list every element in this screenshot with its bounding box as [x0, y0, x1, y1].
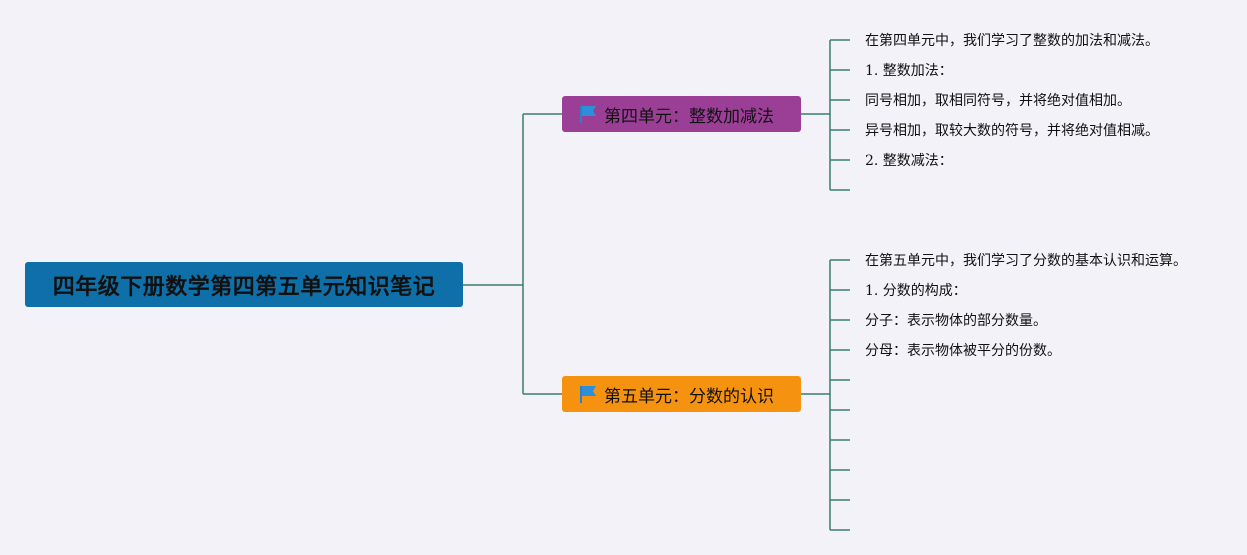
blue-flag-icon — [580, 386, 596, 403]
leaf-node[interactable]: 在第四单元中，我们学习了整数的加法和减法。 — [865, 33, 1159, 49]
branch-title: 第五单元：分数的认识 — [604, 386, 774, 407]
leaf-node[interactable]: 分母：表示物体被平分的份数。 — [865, 343, 1061, 359]
leaf-node[interactable]: 异号相加，取较大数的符号，并将绝对值相减。 — [865, 123, 1159, 139]
leaf-node[interactable]: 1. 分数的构成： — [865, 283, 967, 299]
root-topic[interactable]: 四年级下册数学第四第五单元知识笔记 — [25, 262, 463, 307]
branch-title: 第四单元：整数加减法 — [604, 106, 774, 127]
leaf-node[interactable]: 分子：表示物体的部分数量。 — [865, 313, 1047, 329]
branch-topic-unit4[interactable]: 第四单元：整数加减法 — [562, 96, 801, 132]
leaf-node[interactable]: 2. 整数减法： — [865, 153, 953, 169]
blue-flag-icon — [580, 106, 596, 123]
leaf-node[interactable]: 1. 整数加法： — [865, 63, 953, 79]
leaf-node[interactable]: 在第五单元中，我们学习了分数的基本认识和运算。 — [865, 253, 1187, 269]
leaf-node[interactable]: 同号相加，取相同符号，并将绝对值相加。 — [865, 93, 1131, 109]
branch-topic-unit5[interactable]: 第五单元：分数的认识 — [562, 376, 801, 412]
root-title: 四年级下册数学第四第五单元知识笔记 — [52, 274, 436, 300]
